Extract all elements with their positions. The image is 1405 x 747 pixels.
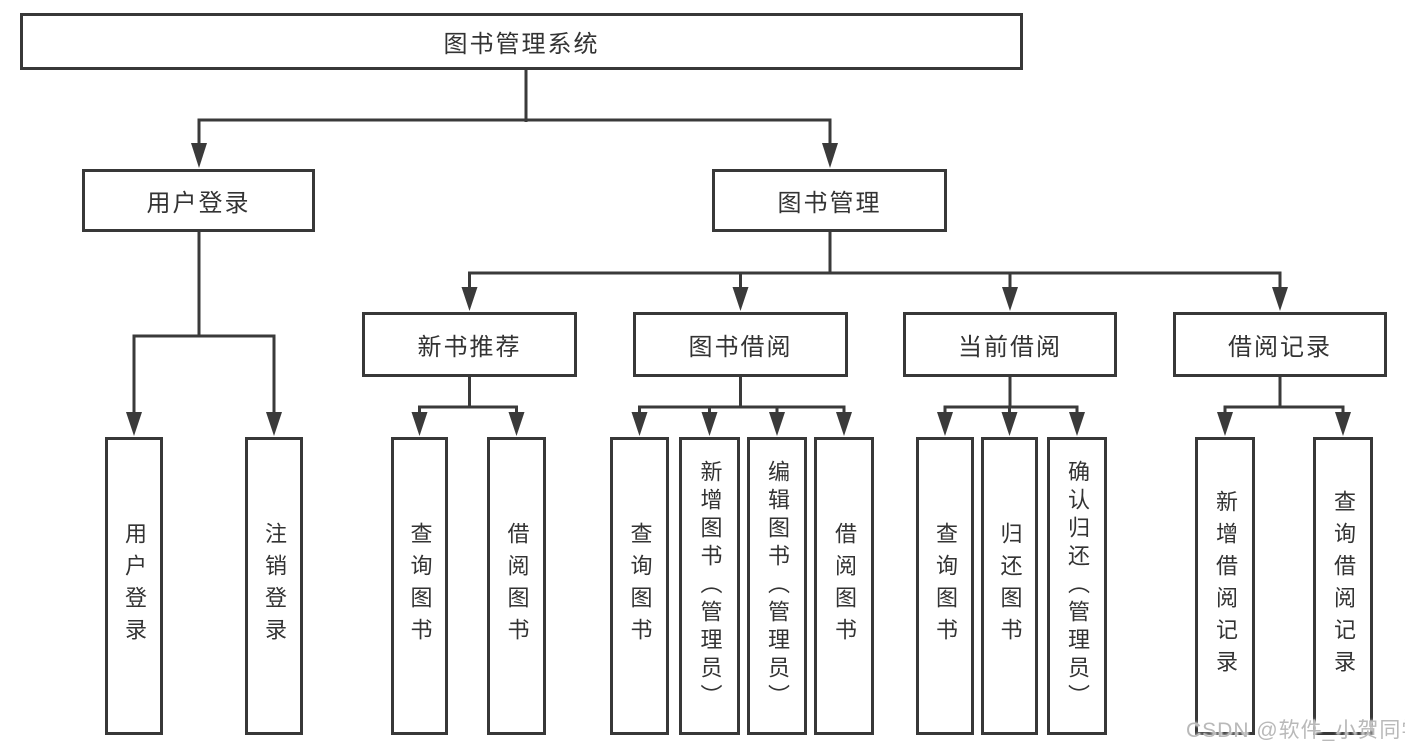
arrowhead — [1335, 412, 1351, 436]
node-new-book-recommendation: 新书推荐 — [362, 312, 577, 377]
arrowhead — [937, 412, 953, 436]
node-label: 用户登录 — [146, 190, 251, 217]
leaf-logout: 注销登录 — [245, 437, 303, 735]
leaf-add-books-admin: 新增图书（管理员） — [679, 437, 740, 735]
arrowhead — [822, 143, 838, 168]
watermark: CSDN @软件_小贺同学 — [1186, 719, 1405, 742]
node-label: 图书管理 — [777, 190, 882, 217]
leaf-label: 借阅图书 — [832, 522, 857, 650]
arrowhead — [769, 412, 785, 436]
arrowhead — [191, 143, 207, 168]
node-label: 新书推荐 — [417, 334, 522, 361]
node-current-borrowing: 当前借阅 — [903, 312, 1117, 377]
leaf-query-borrow-record: 查询借阅记录 — [1313, 437, 1373, 735]
node-borrowing-records: 借阅记录 — [1173, 312, 1387, 377]
connector-root-to-level2 — [197, 70, 832, 148]
node-label: 借阅记录 — [1228, 334, 1332, 361]
leaf-label: 查询图书 — [627, 522, 653, 650]
node-label: 图书借阅 — [688, 334, 793, 361]
arrowhead — [1217, 412, 1233, 436]
leaf-query-books-borrow: 查询图书 — [610, 437, 669, 735]
arrowhead — [411, 412, 428, 436]
arrowhead — [732, 287, 749, 311]
leaf-borrow-books: 借阅图书 — [814, 437, 874, 735]
connector-level3-to-leaves — [418, 377, 1345, 418]
node-label: 当前借阅 — [958, 334, 1062, 361]
leaf-user-login: 用户登录 — [105, 437, 163, 735]
leaf-query-books-current: 查询图书 — [916, 437, 974, 735]
arrowhead — [1069, 412, 1085, 436]
connector-book-management-children — [468, 232, 1282, 292]
arrowhead — [266, 412, 282, 436]
arrowhead — [126, 412, 142, 436]
arrowhead — [836, 412, 852, 436]
arrowhead — [631, 412, 648, 436]
connector-user-login-children — [132, 232, 276, 416]
node-user-login: 用户登录 — [82, 169, 315, 232]
leaf-label: 归还图书 — [997, 522, 1023, 650]
leaf-label: 查询图书 — [933, 522, 958, 650]
leaf-label: 查询借阅记录 — [1331, 490, 1356, 682]
leaf-label: 编辑图书（管理员） — [765, 460, 790, 712]
node-label: 图书管理系统 — [443, 31, 600, 58]
leaf-return-books: 归还图书 — [981, 437, 1038, 735]
leaf-label: 借阅图书 — [504, 522, 530, 650]
arrowhead — [1001, 412, 1018, 436]
leaf-label: 注销登录 — [262, 522, 287, 650]
node-book-borrowing: 图书借阅 — [633, 312, 848, 377]
arrowhead — [1272, 287, 1288, 311]
node-book-management: 图书管理 — [712, 169, 947, 232]
node-library-management-system: 图书管理系统 — [20, 13, 1023, 70]
leaf-borrow-books-recommend: 借阅图书 — [487, 437, 546, 735]
arrowhead — [1002, 287, 1018, 311]
arrowhead — [701, 412, 718, 436]
arrowhead — [461, 287, 478, 311]
leaf-label: 查询图书 — [407, 522, 433, 650]
leaf-query-books-recommend: 查询图书 — [391, 437, 448, 735]
leaf-label: 新增图书（管理员） — [697, 460, 723, 712]
leaf-label: 用户登录 — [122, 522, 147, 650]
leaf-confirm-return-admin: 确认归还（管理员） — [1047, 437, 1107, 735]
leaf-add-borrow-record: 新增借阅记录 — [1195, 437, 1255, 735]
leaf-label: 新增借阅记录 — [1213, 490, 1238, 682]
arrowhead — [508, 412, 525, 436]
leaf-edit-books-admin: 编辑图书（管理员） — [747, 437, 807, 735]
leaf-label: 确认归还（管理员） — [1065, 460, 1090, 712]
